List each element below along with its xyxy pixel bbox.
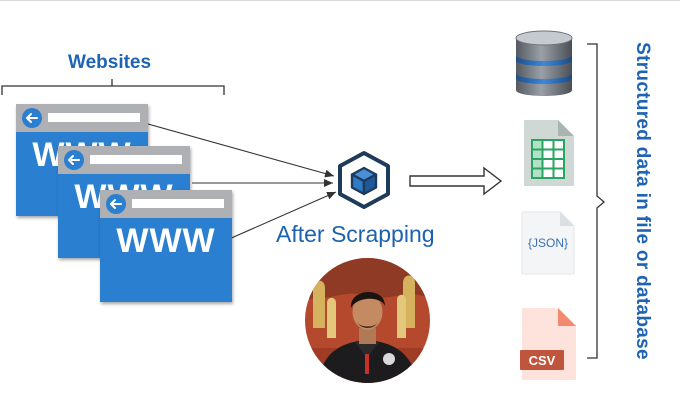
top-divider	[0, 0, 680, 1]
back-arrow-icon	[106, 194, 126, 214]
back-arrow-icon	[64, 150, 84, 170]
structured-data-label: Structured data in file or database	[632, 42, 653, 360]
after-scrapping-label: After Scrapping	[276, 221, 435, 247]
csv-file-icon: CSV	[520, 308, 576, 380]
back-arrow-icon	[22, 108, 42, 128]
json-text: {JSON}	[528, 236, 568, 250]
websites-bracket	[1, 79, 225, 95]
address-bar	[48, 113, 140, 122]
output-label-container: Structured data in file or database	[632, 26, 653, 376]
browser-window: WWW	[100, 190, 232, 302]
address-bar	[132, 199, 224, 208]
address-bar	[90, 155, 182, 164]
json-file-icon: {JSON}	[521, 211, 575, 275]
output-hollow-arrow	[409, 166, 503, 196]
www-text: WWW	[116, 222, 216, 260]
output-bracket	[587, 43, 605, 359]
database-icon	[515, 30, 573, 96]
cube-icon	[338, 151, 390, 209]
websites-label: Websites	[68, 52, 152, 73]
spreadsheet-icon	[524, 120, 574, 186]
person-photo	[305, 258, 430, 383]
arrow-window-1	[147, 123, 335, 178]
csv-text: CSV	[529, 353, 556, 368]
arrow-window-3	[219, 191, 337, 244]
